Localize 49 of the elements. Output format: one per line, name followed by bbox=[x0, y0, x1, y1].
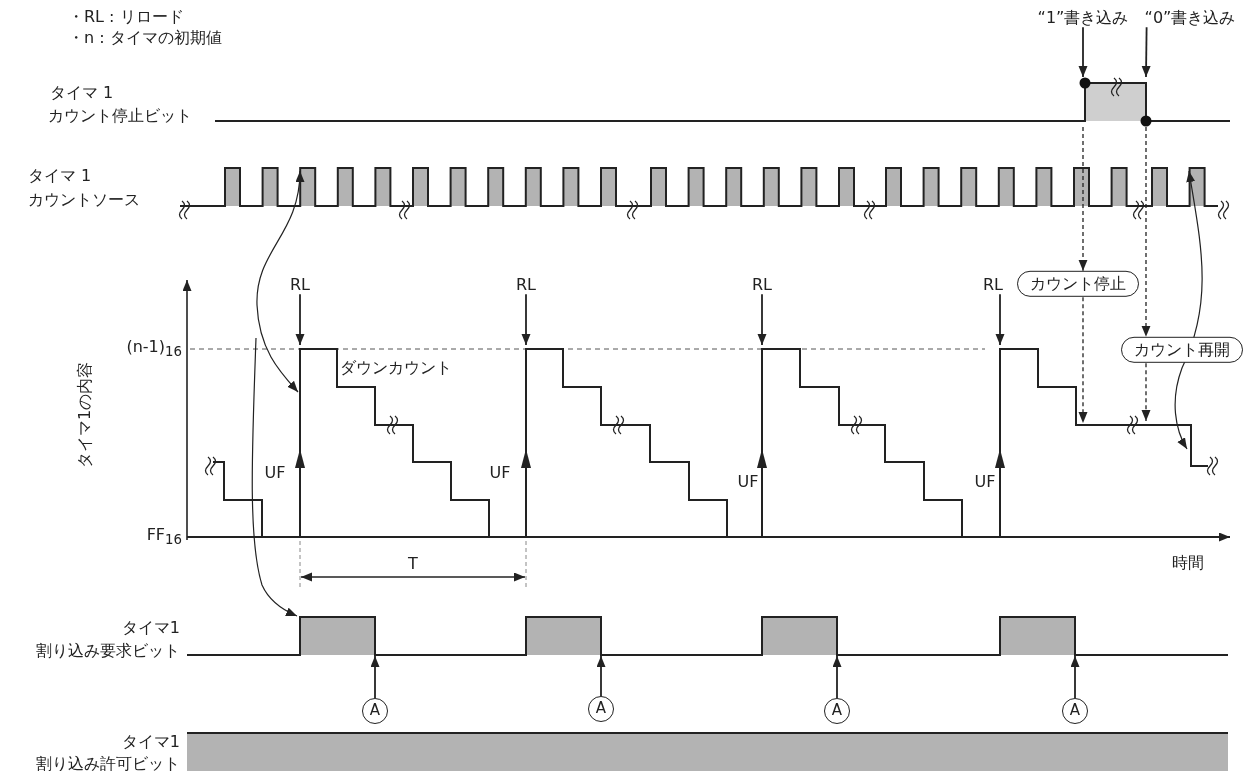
arrow bbox=[757, 293, 767, 346]
underflow-label: UF bbox=[737, 472, 759, 492]
reload-label: RL bbox=[983, 275, 1003, 295]
arrow bbox=[295, 293, 305, 346]
axis-title: タイマ1の内容 bbox=[75, 361, 95, 469]
signal-label: タイマ1 bbox=[121, 618, 180, 638]
circled-letter: A bbox=[824, 698, 850, 724]
circled-letter: A bbox=[588, 696, 614, 722]
dashed-arrow bbox=[1078, 296, 1088, 424]
underflow-label: UF bbox=[489, 463, 511, 483]
circled-letter: A bbox=[1062, 698, 1088, 724]
axis-value-label: (n-1)$_{16}$ bbox=[126, 338, 182, 360]
signal-label: タイマ 1 bbox=[50, 83, 114, 103]
dashed-arrow bbox=[1078, 126, 1088, 272]
circled-letter: A bbox=[362, 698, 388, 724]
signal-label: 割り込み許可ビット bbox=[36, 754, 180, 771]
note-text: ・n : タイマの初期値 bbox=[68, 28, 222, 48]
reload-label: RL bbox=[516, 275, 536, 295]
rounded-label-box: カウント停止 bbox=[1017, 270, 1139, 298]
signal-label: タイマ1 bbox=[121, 732, 180, 752]
arrow bbox=[995, 293, 1005, 346]
annotation-text: ダウンカウント bbox=[340, 358, 452, 378]
underflow-label: UF bbox=[974, 472, 996, 492]
rounded-label-box: カウント再開 bbox=[1121, 336, 1243, 364]
interrupt-request-waveform bbox=[186, 616, 1229, 656]
underflow-label: UF bbox=[264, 463, 286, 483]
arrow bbox=[596, 655, 606, 697]
dashed-arrow bbox=[1141, 126, 1151, 338]
signal-label: カウント停止ビット bbox=[48, 106, 192, 126]
note-text: ・RL : リロード bbox=[68, 7, 184, 27]
arrow bbox=[832, 655, 842, 699]
arrow bbox=[521, 293, 531, 346]
curved-arrow bbox=[251, 337, 298, 617]
arrow bbox=[1078, 26, 1088, 78]
reload-label: RL bbox=[290, 275, 310, 295]
arrow bbox=[1141, 26, 1151, 78]
signal-label: 割り込み要求ビット bbox=[36, 641, 180, 661]
signal-label: カウントソース bbox=[28, 190, 140, 210]
stop-bit-waveform bbox=[214, 77, 1231, 127]
arrow bbox=[1070, 655, 1080, 699]
dashed-arrow bbox=[1141, 362, 1151, 422]
dimension-label: T bbox=[408, 554, 418, 574]
signal-label: タイマ 1 bbox=[28, 166, 92, 186]
arrow bbox=[370, 655, 380, 699]
axis-title: 時間 bbox=[1172, 553, 1204, 573]
reload-label: RL bbox=[752, 275, 772, 295]
axis-value-label: FF$_{16}$ bbox=[146, 526, 182, 548]
annotation-text: “1”書き込み bbox=[1037, 8, 1129, 28]
annotation-text: “0”書き込み bbox=[1144, 8, 1236, 28]
